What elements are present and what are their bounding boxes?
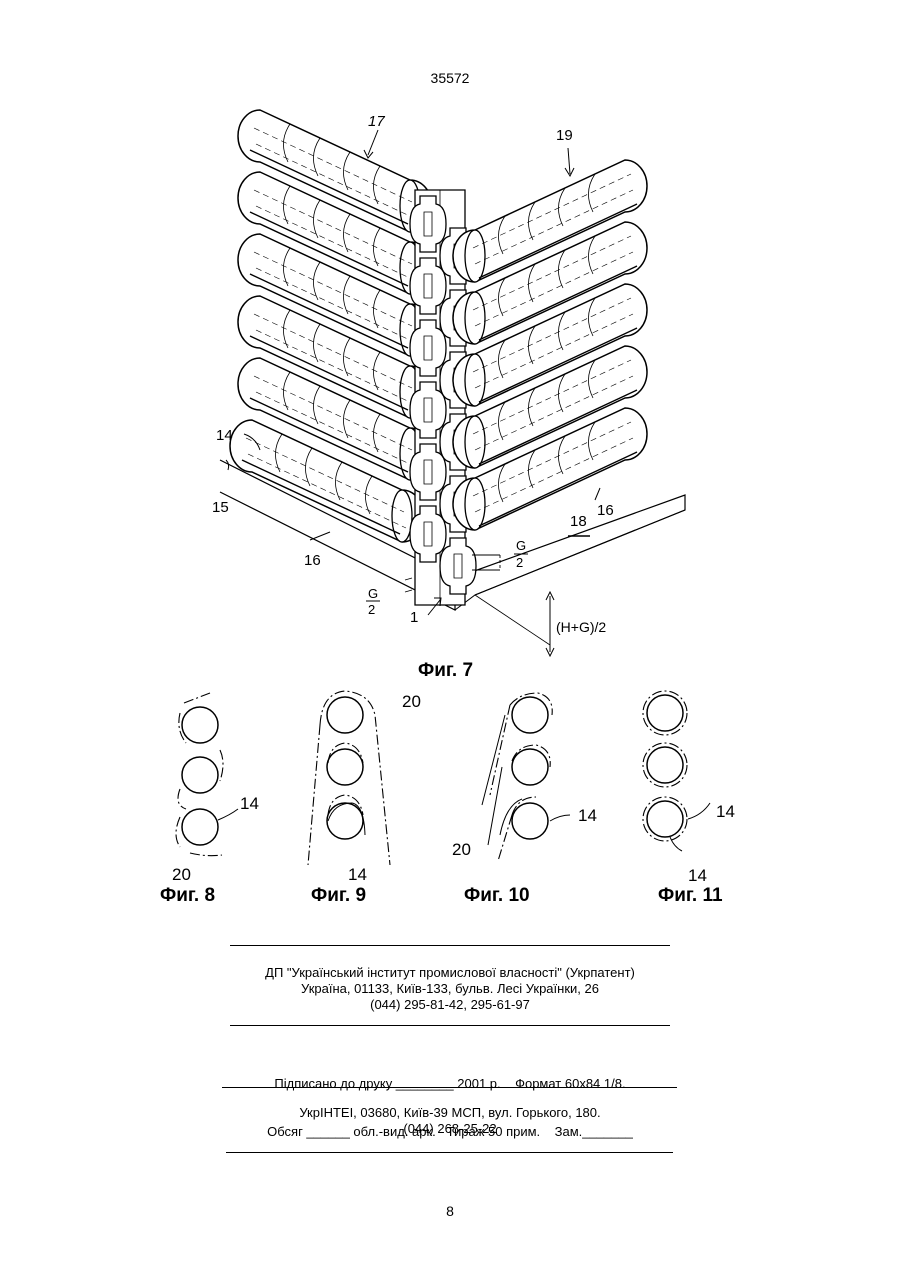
figure-11-drawing: 14 14 bbox=[643, 691, 735, 885]
publisher-line-2: Україна, 01133, Київ-133, бульв. Лесі Ук… bbox=[0, 981, 900, 997]
label-16-right: 16 bbox=[597, 502, 614, 519]
label-15: 15 bbox=[212, 499, 229, 516]
page-number: 8 bbox=[0, 1203, 900, 1219]
fig11-label-14-top: 14 bbox=[716, 802, 735, 821]
label-dimension: (H+G)/2 bbox=[556, 619, 606, 635]
figure-10-caption: Фиг. 10 bbox=[464, 885, 530, 907]
divider-1 bbox=[230, 945, 670, 946]
print-line-1: Підписано до друку ________ 2001 р. Форм… bbox=[0, 1076, 900, 1092]
label-17: 17 bbox=[368, 113, 385, 130]
divider-3 bbox=[222, 1087, 677, 1088]
figures-8-11-drawing: 14 20 20 14 14 20 14 14 bbox=[150, 685, 770, 885]
printer-line-1: УкрІНТЕІ, 03680, Київ-39 МСП, вул. Горьк… bbox=[0, 1105, 900, 1121]
fig11-label-14-bottom: 14 bbox=[688, 866, 707, 885]
figure-11-caption: Фиг. 11 bbox=[658, 885, 723, 907]
fig9-label-14: 14 bbox=[348, 865, 367, 884]
label-g-num-right: G bbox=[516, 538, 526, 553]
figure-7-caption: Фиг. 7 bbox=[418, 660, 473, 682]
label-16-left: 16 bbox=[304, 552, 321, 569]
publisher-line-1: ДП "Український інститут промислової вла… bbox=[0, 965, 900, 981]
figure-9-caption: Фиг. 9 bbox=[311, 885, 366, 907]
label-1: 1 bbox=[410, 609, 418, 626]
figure-7-drawing: 17 19 14 15 16 16 18 1 G 2 G 2 (H+G)/2 bbox=[200, 100, 700, 665]
printer-block: УкрІНТЕІ, 03680, Київ-39 МСП, вул. Горьк… bbox=[0, 1105, 900, 1137]
figure-10-drawing: 14 20 bbox=[452, 693, 597, 861]
label-19: 19 bbox=[556, 127, 573, 144]
fig9-label-20: 20 bbox=[402, 692, 421, 711]
print-info-block: Підписано до друку ________ 2001 р. Форм… bbox=[0, 1044, 900, 1156]
publisher-block: ДП "Український інститут промислової вла… bbox=[0, 965, 900, 1013]
label-g-den-left: 2 bbox=[368, 602, 375, 617]
fig10-label-20: 20 bbox=[452, 840, 471, 859]
figure-9-drawing: 20 14 bbox=[308, 691, 421, 884]
label-18: 18 bbox=[570, 513, 587, 530]
document-number: 35572 bbox=[0, 70, 900, 86]
fig8-label-14: 14 bbox=[240, 794, 259, 813]
divider-4 bbox=[226, 1152, 673, 1153]
divider-2 bbox=[230, 1025, 670, 1026]
label-14: 14 bbox=[216, 427, 233, 444]
publisher-line-3: (044) 295-81-42, 295-61-97 bbox=[0, 997, 900, 1013]
printer-line-2: (044) 268-25-22 bbox=[0, 1121, 900, 1137]
fig8-label-20: 20 bbox=[172, 865, 191, 884]
label-g-num-left: G bbox=[368, 586, 378, 601]
figure-8-caption: Фиг. 8 bbox=[160, 885, 215, 907]
label-g-den-right: 2 bbox=[516, 555, 523, 570]
fig10-label-14: 14 bbox=[578, 806, 597, 825]
figure-8-drawing: 14 20 bbox=[172, 693, 259, 884]
